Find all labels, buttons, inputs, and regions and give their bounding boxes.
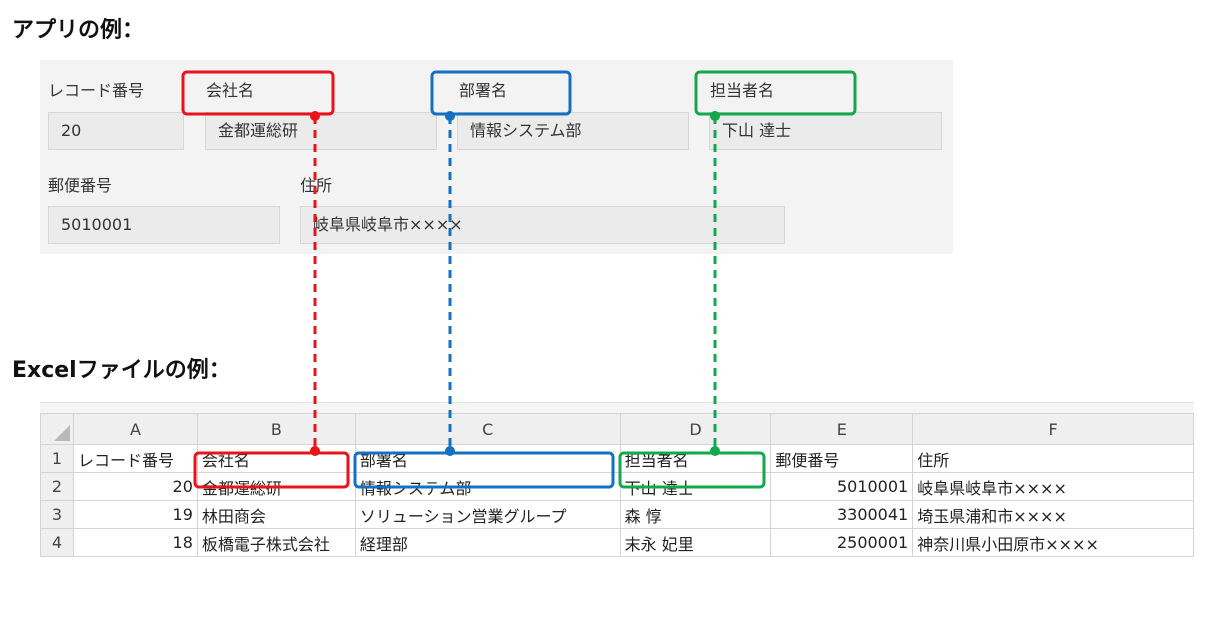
column-header-f[interactable]: F bbox=[912, 413, 1194, 445]
column-header-d[interactable]: D bbox=[619, 413, 772, 445]
contact-field[interactable]: 下山 達士 bbox=[709, 112, 942, 150]
cell[interactable]: 郵便番号 bbox=[770, 444, 914, 473]
cell[interactable]: 金都運総研 bbox=[196, 472, 356, 501]
cell[interactable]: 担当者名 bbox=[619, 444, 772, 473]
record-number-label: レコード番号 bbox=[48, 81, 145, 100]
cell[interactable]: 森 惇 bbox=[619, 500, 772, 529]
cell[interactable]: レコード番号 bbox=[72, 444, 198, 473]
table-row: 3 19 林田商会 ソリューション営業グループ 森 惇 3300041 埼玉県浦… bbox=[40, 500, 1194, 529]
cell[interactable]: 末永 妃里 bbox=[619, 528, 772, 557]
cell[interactable]: 18 bbox=[72, 528, 198, 557]
cell[interactable]: 経理部 bbox=[354, 528, 621, 557]
company-label: 会社名 bbox=[206, 81, 255, 100]
row-header[interactable]: 2 bbox=[40, 472, 74, 501]
department-field[interactable]: 情報システム部 bbox=[457, 112, 689, 150]
row-header[interactable]: 4 bbox=[40, 528, 74, 557]
sheet-tab-strip bbox=[40, 402, 1194, 414]
cell[interactable]: 林田商会 bbox=[196, 500, 356, 529]
excel-example-heading: Excelファイルの例： bbox=[12, 358, 231, 383]
cell[interactable]: 20 bbox=[72, 472, 198, 501]
cell[interactable]: 3300041 bbox=[770, 500, 914, 529]
cell[interactable]: 5010001 bbox=[770, 472, 914, 501]
column-header-a[interactable]: A bbox=[72, 413, 198, 445]
column-header-row: A B C D E F bbox=[40, 413, 1194, 445]
column-header-e[interactable]: E bbox=[770, 413, 914, 445]
cell[interactable]: 神奈川県小田原市×××× bbox=[912, 528, 1194, 557]
excel-sheet: A B C D E F 1 レコード番号 会社名 部署名 担当者名 郵便番号 住… bbox=[40, 413, 1194, 575]
table-row: 1 レコード番号 会社名 部署名 担当者名 郵便番号 住所 bbox=[40, 444, 1194, 473]
cell[interactable]: 板橋電子株式会社 bbox=[196, 528, 356, 557]
spreadsheet-grid: A B C D E F 1 レコード番号 会社名 部署名 担当者名 郵便番号 住… bbox=[40, 413, 1194, 557]
cell[interactable]: 19 bbox=[72, 500, 198, 529]
company-field[interactable]: 金都運総研 bbox=[205, 112, 437, 150]
table-row: 2 20 金都運総研 情報システム部 下山 達士 5010001 岐阜県岐阜市×… bbox=[40, 472, 1194, 501]
row-header[interactable]: 1 bbox=[40, 444, 74, 473]
postal-code-field[interactable]: 5010001 bbox=[48, 206, 280, 244]
column-header-b[interactable]: B bbox=[196, 413, 356, 445]
cell[interactable]: 住所 bbox=[912, 444, 1194, 473]
contact-label: 担当者名 bbox=[710, 81, 775, 100]
column-header-c[interactable]: C bbox=[354, 413, 621, 445]
table-row: 4 18 板橋電子株式会社 経理部 末永 妃里 2500001 神奈川県小田原市… bbox=[40, 528, 1194, 557]
row-header[interactable]: 3 bbox=[40, 500, 74, 529]
cell[interactable]: 下山 達士 bbox=[619, 472, 772, 501]
select-all-corner[interactable] bbox=[40, 413, 74, 445]
select-all-triangle-icon bbox=[53, 425, 70, 441]
cell[interactable]: 会社名 bbox=[196, 444, 356, 473]
cell[interactable]: 2500001 bbox=[770, 528, 914, 557]
address-field[interactable]: 岐阜県岐阜市×××× bbox=[300, 206, 785, 244]
cell[interactable]: 埼玉県浦和市×××× bbox=[912, 500, 1194, 529]
department-label: 部署名 bbox=[459, 81, 508, 100]
postal-code-label: 郵便番号 bbox=[48, 176, 113, 195]
address-label: 住所 bbox=[300, 176, 333, 195]
app-example-heading: アプリの例： bbox=[12, 18, 145, 43]
cell[interactable]: 部署名 bbox=[354, 444, 621, 473]
cell[interactable]: 岐阜県岐阜市×××× bbox=[912, 472, 1194, 501]
cell[interactable]: 情報システム部 bbox=[354, 472, 621, 501]
record-number-field[interactable]: 20 bbox=[48, 112, 184, 150]
app-form-panel: レコード番号 会社名 部署名 担当者名 20 金都運総研 情報システム部 下山 … bbox=[40, 60, 953, 254]
cell[interactable]: ソリューション営業グループ bbox=[354, 500, 621, 529]
